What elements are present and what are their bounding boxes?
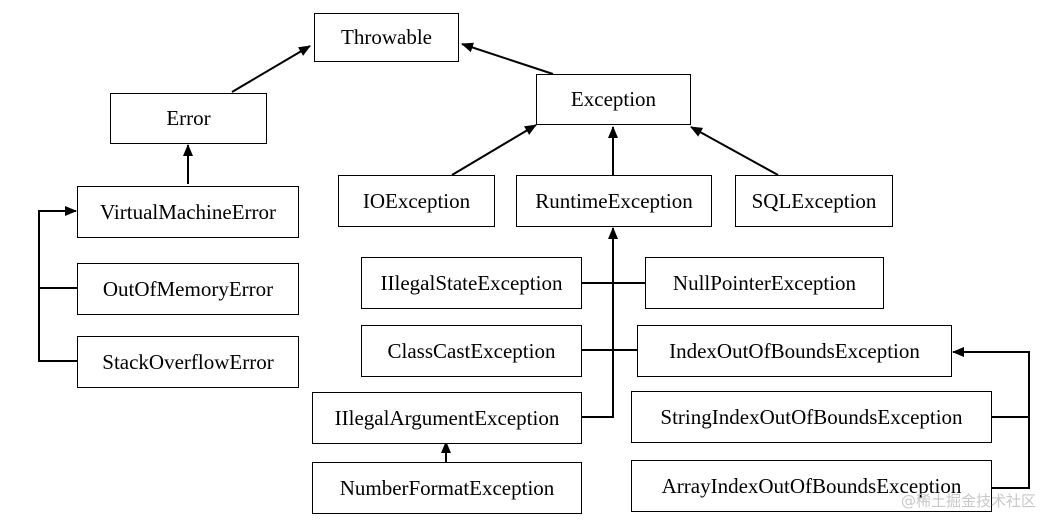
edge-ioexception-to-exception [451,124,537,176]
node-index-out-of-bounds-exception: IndexOutOfBoundsException [637,325,952,377]
node-illegal-argument-exception: IIlegalArgumentException [312,392,582,444]
edge-exception-to-throwable [461,42,554,75]
node-array-index-out-of-bounds-exception: ArrayIndexOutOfBoundsException [631,460,992,512]
node-io-exception: IOException [338,175,495,227]
node-string-index-out-of-bounds-exception: StringIndexOutOfBoundsException [631,391,992,443]
node-null-pointer-exception: NullPointerException [645,257,884,309]
node-out-of-memory-error: OutOfMemoryError [77,263,299,315]
node-virtual-machine-error: VirtualMachineError [77,186,299,238]
node-exception: Exception [536,74,691,125]
node-stack-overflow-error: StackOverflowError [77,336,299,388]
watermark-text: @稀土掘金技术社区 [900,492,1036,510]
node-illegal-state-exception: IIlegalStateException [361,257,582,309]
node-number-format-exception: NumberFormatException [312,462,582,514]
node-error: Error [110,93,267,144]
edge-error-to-throwable [231,45,311,93]
node-sql-exception: SQLException [735,175,893,227]
node-throwable: Throwable [314,13,459,62]
node-runtime-exception: RuntimeException [516,175,712,227]
edge-runtime-subclasses-trunk [581,227,618,418]
node-class-cast-exception: ClassCastException [361,325,582,377]
edge-sql-to-exception [690,126,779,176]
edge-index-subclasses-to-indexoob [952,347,1030,489]
edge-oome-soe-to-vmerror [38,206,77,362]
